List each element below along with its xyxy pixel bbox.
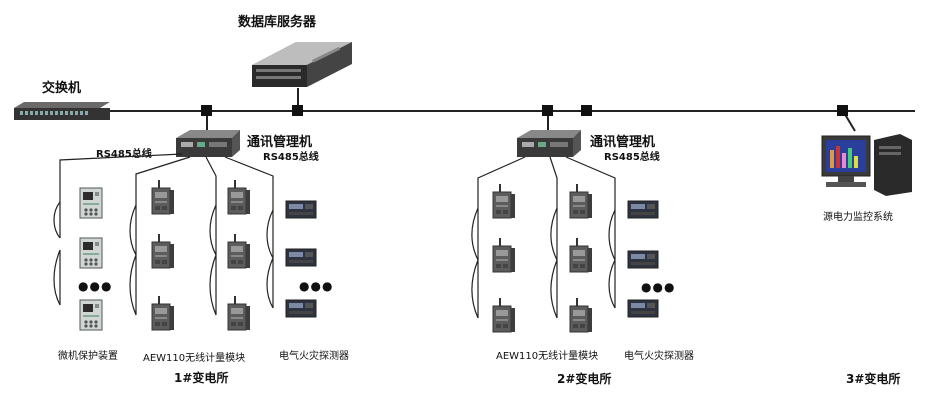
comm-manager-2-device xyxy=(517,130,581,157)
junction-node xyxy=(201,105,212,116)
junction-node xyxy=(581,105,592,116)
aew110-label-1: AEW110无线计量模块 xyxy=(143,353,246,364)
fire-detector-unit xyxy=(285,299,317,318)
switch-label: 交换机 xyxy=(42,81,82,96)
substation-3-title: 3#变电所 xyxy=(846,372,901,386)
rs485-bus-label-1: RS485总线 xyxy=(263,152,319,163)
database-server-device xyxy=(252,42,352,87)
fire-detector-unit xyxy=(627,299,659,318)
ellipsis-protection: ●●● xyxy=(78,279,113,293)
fire-detector-label-1: 电气火灾探测器 xyxy=(279,351,349,362)
switch-device xyxy=(14,102,110,120)
substation-1-title: 1#变电所 xyxy=(174,371,229,385)
aew110-unit xyxy=(492,237,516,273)
aew110-unit xyxy=(227,179,251,215)
fire-detector-unit xyxy=(627,250,659,269)
aew110-unit xyxy=(569,237,593,273)
network-lines xyxy=(110,88,915,132)
aew110-label-2: AEW110无线计量模块 xyxy=(496,351,599,362)
micro-protection-column xyxy=(79,187,103,331)
fire-detector-column xyxy=(285,200,317,318)
aew110-unit xyxy=(151,233,175,269)
aew110-unit xyxy=(151,295,175,331)
substation1-rs485-wiring xyxy=(53,153,274,316)
comm-manager-1-device xyxy=(176,130,240,157)
micro-protection-unit xyxy=(79,299,103,331)
fire-detector-column-2 xyxy=(627,200,659,318)
aew110-unit xyxy=(227,233,251,269)
aew110-unit xyxy=(227,295,251,331)
aew110-unit xyxy=(492,297,516,333)
aew110-unit xyxy=(151,179,175,215)
junction-node xyxy=(542,105,553,116)
db-server-label: 数据库服务器 xyxy=(238,15,317,30)
fire-detector-unit xyxy=(285,200,317,219)
aew110-column-2 xyxy=(227,179,251,331)
monitor-system-label: 源电力监控系统 xyxy=(823,212,893,223)
comm-manager-1-label: 通讯管理机 xyxy=(247,135,313,150)
rs485-bus-label-2: RS485总线 xyxy=(604,152,660,163)
substation-2-title: 2#变电所 xyxy=(557,372,612,386)
junction-node xyxy=(837,105,848,116)
aew110-unit xyxy=(569,183,593,219)
substation2-rs485-wiring xyxy=(471,156,616,319)
rs485-bus-label-left: RS485总线 xyxy=(96,149,152,160)
aew110-column-1 xyxy=(151,179,175,331)
fire-detector-label-2: 电气火灾探测器 xyxy=(624,351,694,362)
ellipsis-fire-2: ●●● xyxy=(641,280,676,294)
comm-manager-2-label: 通讯管理机 xyxy=(590,135,656,150)
ellipsis-fire-1: ●●● xyxy=(299,279,334,293)
aew110-unit xyxy=(492,183,516,219)
aew110-column-3 xyxy=(492,183,516,333)
bus-junctions xyxy=(201,105,848,116)
fire-detector-unit xyxy=(285,248,317,267)
aew110-column-4 xyxy=(569,183,593,333)
monitoring-workstation-device xyxy=(821,134,912,196)
fire-detector-unit xyxy=(627,200,659,219)
micro-protection-unit xyxy=(79,237,103,269)
aew110-unit xyxy=(569,297,593,333)
junction-node xyxy=(292,105,303,116)
micro-protection-unit xyxy=(79,187,103,219)
micro-protection-label: 微机保护装置 xyxy=(58,351,118,362)
